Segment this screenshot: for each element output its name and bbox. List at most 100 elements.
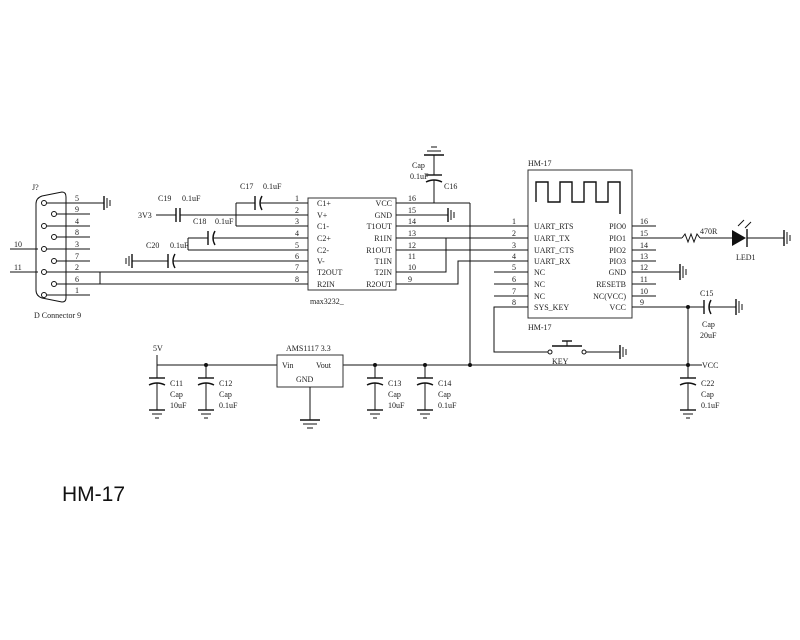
hm17-pin-name: VCC (610, 303, 626, 312)
ground-icon (125, 254, 133, 268)
ground-icon (447, 208, 455, 222)
max3232-pin-number: 15 (408, 206, 416, 215)
ground-icon (103, 196, 111, 210)
max3232-pin-number: 3 (295, 217, 299, 226)
db9-pin-number: 5 (75, 194, 79, 203)
hm17-left-pins: UART_RTS1UART_TX2UART_CTS3UART_RX4NC5NC6… (494, 217, 574, 312)
svg-text:C19: C19 (158, 194, 171, 203)
sheet-area (0, 100, 800, 485)
cap-ref: C22 (701, 379, 714, 388)
svg-text:C17: C17 (240, 182, 253, 191)
cap-value: 0.1uF (219, 401, 238, 410)
cap-type: Cap (388, 390, 401, 399)
cap-c19: C19 0.1uF 3V3 (138, 194, 308, 222)
svg-text:0.1uF: 0.1uF (410, 172, 429, 181)
db9-pin-number: 6 (75, 275, 79, 284)
cap-value: 10uF (388, 401, 405, 410)
max3232-pin-number: 1 (295, 194, 299, 203)
hm17-pin-number: 13 (640, 252, 648, 261)
hm17-body (527, 169, 633, 319)
resistor-icon (681, 232, 701, 244)
hm17-pin-name: GND (609, 268, 627, 277)
hm17-pin-name: PIO0 (609, 222, 626, 231)
led-resistor: 470R (700, 227, 718, 236)
hm17-pin-number: 8 (512, 298, 516, 307)
hm17-pin-number: 14 (640, 241, 648, 250)
db9-pin-number: 7 (75, 252, 79, 261)
svg-text:Vout: Vout (316, 361, 332, 370)
max3232-pin-number: 7 (295, 263, 299, 272)
ground-icon (300, 419, 320, 429)
cap-c16: Cap 0.1uF C16 (410, 146, 457, 203)
ground-icon (735, 299, 743, 315)
max3232-pin-number: 8 (295, 275, 299, 284)
max3232-pin-number: 14 (408, 217, 416, 226)
ground-icon (149, 409, 165, 419)
max3232-pin-number: 5 (295, 241, 299, 250)
max3232-pin-name: T1OUT (367, 222, 392, 231)
svg-text:C16: C16 (444, 182, 457, 191)
hm17-pin-name: SYS_KEY (534, 303, 569, 312)
max3232-pin-name: V- (317, 257, 325, 266)
hm17-pin-number: 5 (512, 263, 516, 272)
hm17-pin-number: 1 (512, 217, 516, 226)
cap-c18: C18 0.1uF (187, 217, 308, 251)
led-icon (732, 230, 746, 246)
svg-text:0.1uF: 0.1uF (215, 217, 234, 226)
cap-value: 10uF (170, 401, 187, 410)
svg-text:Vin: Vin (282, 361, 294, 370)
ground-icon (198, 409, 214, 419)
hm17-pin-number: 6 (512, 275, 516, 284)
max3232-body (307, 197, 397, 291)
hm17-pin-number: 12 (640, 263, 648, 272)
max3232-pin-name: V+ (317, 211, 328, 220)
hm17-pin-name: UART_RX (534, 257, 571, 266)
max3232-pin-name: R2IN (317, 280, 335, 289)
max3232-pin-name: T2OUT (317, 268, 342, 277)
hm17-pin-number: 3 (512, 241, 516, 250)
hm17-pin-number: 9 (640, 298, 644, 307)
regulator-ams1117: AMS1117 3.3 Vin Vout GND (276, 344, 344, 429)
regulator-name: AMS1117 3.3 (286, 344, 331, 353)
db9-shell (35, 191, 67, 303)
db9-pin-number: 1 (75, 286, 79, 295)
max3232-pin-number: 12 (408, 241, 416, 250)
max3232-pin-name: C1- (317, 222, 329, 231)
max3232-pin-name: GND (375, 211, 393, 220)
net-vcc: VCC (702, 361, 718, 370)
svg-text:C18: C18 (193, 217, 206, 226)
db9-pin-contact (51, 281, 57, 287)
db9-pin-contact (41, 223, 47, 229)
max3232-pin-name: C2- (317, 246, 329, 255)
hm17-pin-name: UART_CTS (534, 246, 574, 255)
hm17-pin-name: UART_TX (534, 234, 570, 243)
hm17-pin-name: UART_RTS (534, 222, 574, 231)
max3232-pin-name: T1IN (375, 257, 393, 266)
ground-icon (783, 230, 791, 246)
svg-text:GND: GND (296, 375, 314, 384)
hm17-footer: HM-17 (528, 323, 552, 332)
hm17-pin-name: PIO1 (609, 234, 626, 243)
hm17-pin-number: 15 (640, 229, 648, 238)
cap-type: Cap (219, 390, 232, 399)
max3232-pin-name: T2IN (375, 268, 393, 277)
db9-net-10: 10 (14, 240, 22, 249)
db9-pin-number: 4 (75, 217, 79, 226)
antenna-icon (535, 181, 621, 214)
cap-c20: C20 0.1uF (125, 241, 308, 269)
max3232-right-pins: VCC16GND15T1OUT14R1IN13R1OUT12T1IN11T2IN… (366, 194, 416, 289)
svg-text:0.1uF: 0.1uF (170, 241, 189, 250)
led-name: LED1 (736, 253, 756, 262)
svg-text:0.1uF: 0.1uF (182, 194, 201, 203)
hm17-pin-number: 2 (512, 229, 516, 238)
svg-text:C15: C15 (700, 289, 713, 298)
max3232-pin-name: C2+ (317, 234, 331, 243)
cap-type: Cap (701, 390, 714, 399)
